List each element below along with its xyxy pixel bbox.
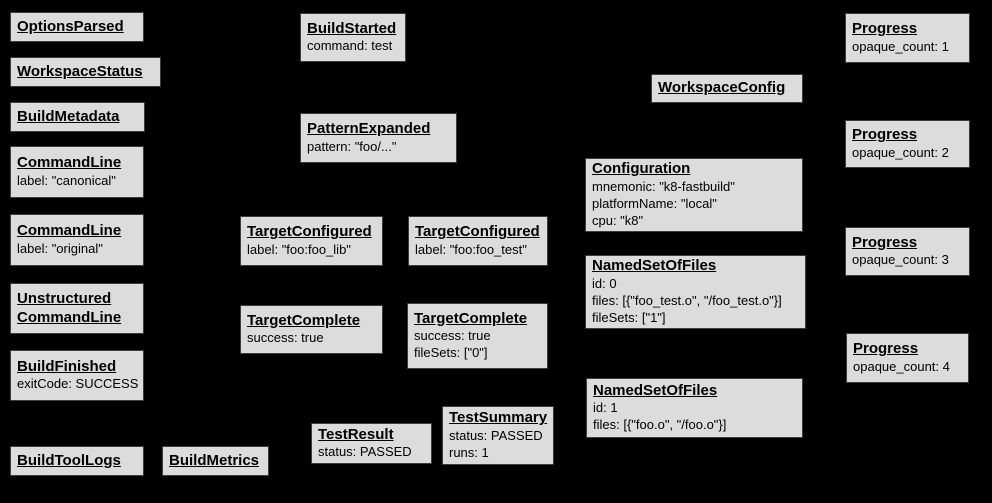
event-node-title: TargetConfigured — [415, 223, 540, 241]
event-node-title: TestSummary — [449, 409, 548, 427]
event-node-attr: platformName: "local" — [592, 195, 717, 211]
event-node-attr: status: PASSED — [449, 427, 543, 443]
event-node-title: Progress — [853, 340, 919, 358]
event-node-build-metrics: BuildMetrics — [162, 446, 269, 476]
event-node-attr: id: 1 — [593, 400, 618, 416]
event-node-title: BuildMetrics — [169, 451, 260, 469]
event-node-unstructured-command-line: Unstructured CommandLine — [10, 283, 144, 334]
event-node-attr: id: 0 — [592, 276, 617, 292]
event-node-attr: command: test — [307, 38, 393, 54]
event-node-title: NamedSetOfFiles — [593, 381, 718, 399]
event-node-title: WorkspaceStatus — [17, 62, 143, 80]
event-node-title: Configuration — [592, 160, 691, 178]
event-node-title: Progress — [852, 233, 918, 251]
event-node-attr: success: true — [414, 328, 491, 344]
event-node-title: TargetConfigured — [247, 223, 372, 241]
event-node-attr: mnemonic: "k8-fastbuild" — [592, 179, 735, 195]
event-node-attr: pattern: "foo/..." — [307, 138, 397, 154]
event-node-attr: fileSets: ["1"] — [592, 309, 666, 325]
event-node-title: TargetComplete — [414, 309, 528, 327]
event-node-attr: runs: 1 — [449, 444, 489, 460]
event-node-attr: opaque_count: 2 — [852, 144, 949, 160]
event-node-title: CommandLine — [17, 154, 122, 172]
event-node-attr: exitCode: SUCCESS — [17, 376, 139, 392]
event-node-title: BuildToolLogs — [17, 451, 121, 469]
event-node-attr: label: "foo:foo_lib" — [247, 241, 351, 257]
event-node-attr: cpu: "k8" — [592, 212, 644, 228]
event-node-options-parsed: OptionsParsed — [10, 12, 144, 42]
event-node-title: NamedSetOfFiles — [592, 257, 717, 275]
event-node-title: OptionsParsed — [17, 17, 124, 35]
event-node-attr: opaque_count: 1 — [852, 38, 949, 54]
event-node-attr: opaque_count: 4 — [853, 358, 950, 374]
event-node-attr: opaque_count: 3 — [852, 252, 949, 268]
event-node-attr: fileSets: ["0"] — [414, 345, 488, 361]
event-node-attr: files: [{"foo.o", "/foo.o"}] — [593, 417, 727, 433]
event-node-title: Progress — [852, 20, 918, 38]
event-node-build-metadata: BuildMetadata — [10, 102, 145, 132]
event-node-title: Progress — [852, 126, 918, 144]
event-node-title: TargetComplete — [247, 311, 361, 329]
event-node-attr: status: PASSED — [318, 444, 412, 460]
event-node-build-tool-logs: BuildToolLogs — [10, 446, 144, 476]
event-node-attr: label: "foo:foo_test" — [415, 241, 527, 257]
event-node-title: BuildStarted — [307, 19, 397, 37]
event-node-title: Unstructured CommandLine — [17, 289, 122, 326]
event-node-title: CommandLine — [17, 222, 122, 240]
event-node-title: BuildFinished — [17, 357, 117, 375]
event-node-attr: success: true — [247, 330, 324, 346]
event-node-title: TestResult — [318, 425, 394, 443]
event-node-attr: label: "canonical" — [17, 172, 116, 188]
event-node-title: WorkspaceConfig — [658, 79, 786, 97]
event-node-attr: label: "original" — [17, 240, 103, 256]
event-node-attr: files: [{"foo_test.o", "/foo_test.o"}] — [592, 292, 782, 308]
event-node-workspace-config: WorkspaceConfig — [651, 74, 803, 103]
event-node-title: PatternExpanded — [307, 120, 431, 138]
event-node-title: BuildMetadata — [17, 107, 120, 125]
event-node-workspace-status: WorkspaceStatus — [10, 57, 161, 87]
